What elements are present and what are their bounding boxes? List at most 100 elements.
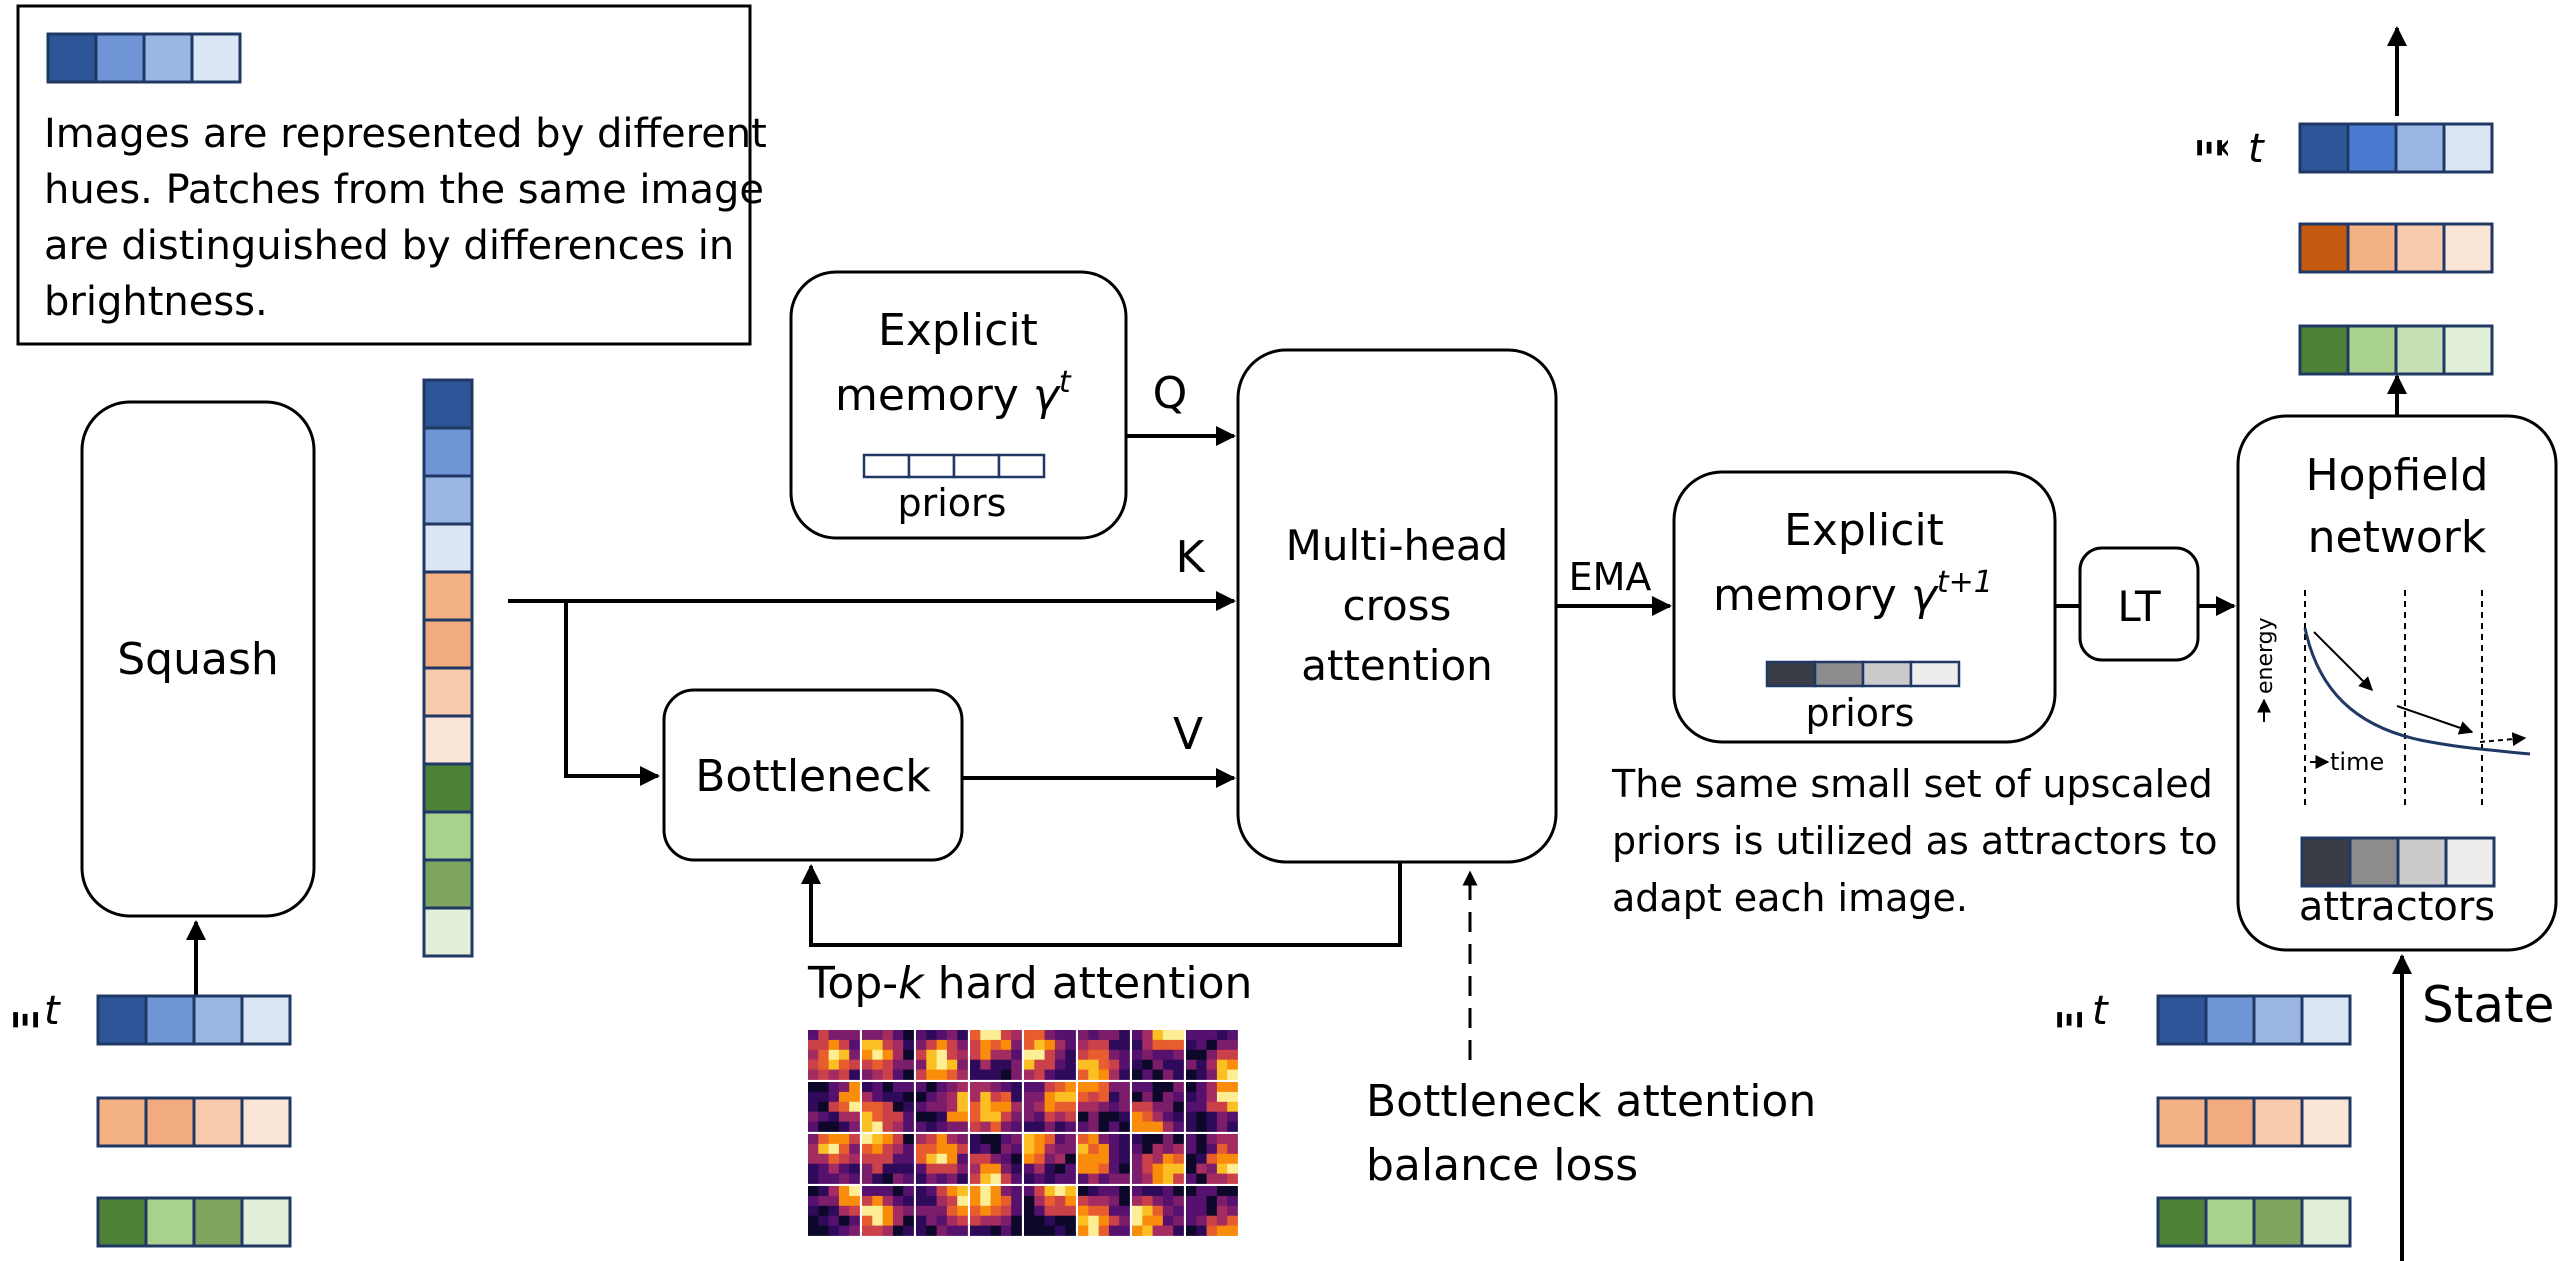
heatmap-pixel [1162, 1082, 1174, 1093]
heatmap-pixel [838, 1121, 850, 1132]
heatmap-pixel [1000, 1111, 1012, 1122]
input-patches-green [96, 1196, 292, 1248]
heatmap-pixel [828, 1215, 840, 1226]
heatmap-pixel [946, 1059, 958, 1070]
heatmap-pixel [1088, 1215, 1099, 1226]
heatmap-pixel [1088, 1030, 1099, 1041]
heatmap-pixel [1044, 1101, 1056, 1113]
patch-cell [2298, 122, 2350, 174]
heatmap-pixel [1142, 1111, 1153, 1122]
heatmap-pixel [1078, 1225, 1089, 1236]
heatmap-pixel [1065, 1205, 1076, 1217]
heatmap-pixel [1206, 1195, 1218, 1207]
heatmap-pixel [892, 1049, 904, 1061]
heatmap-pixel [1119, 1134, 1130, 1145]
heatmap-pixel [916, 1030, 927, 1041]
heatmap-pixel [970, 1082, 981, 1093]
heatmap-pixel [1142, 1195, 1153, 1207]
patch-cell [1765, 660, 1817, 688]
heatmap-pixel [1186, 1186, 1197, 1197]
heatmap-pixel [1173, 1186, 1184, 1197]
heatmap-pixel [1034, 1225, 1045, 1236]
heatmap-pixel [828, 1069, 840, 1080]
heatmap-pixel [1216, 1195, 1228, 1207]
energy-plot: energy time [2253, 590, 2531, 806]
heatmap-pixel [872, 1049, 883, 1061]
legend-line-3: are distinguished by differences in [44, 223, 734, 269]
heatmap-pixel [1078, 1195, 1089, 1207]
heatmap-pixel [980, 1195, 991, 1207]
explicit-memory-t-line1: Explicit [878, 305, 1038, 356]
heatmap-pixel [1196, 1205, 1207, 1217]
heatmap-pixel [946, 1069, 958, 1080]
heatmap-pixel [903, 1121, 914, 1132]
token-cell [422, 666, 474, 718]
heatmap-pixel [957, 1049, 968, 1061]
heatmap-pixel [872, 1163, 883, 1174]
token-cell [422, 714, 474, 766]
heatmap-pixel [990, 1163, 1002, 1174]
token-cell [422, 810, 474, 862]
heatmap-pixel [903, 1163, 914, 1174]
heatmap-pixel [970, 1030, 981, 1041]
heatmap-pixel [1000, 1215, 1012, 1226]
patch-cell [2298, 222, 2350, 274]
heatmap-pixel [1054, 1039, 1066, 1051]
attractors-label: attractors [2299, 884, 2495, 930]
heatmap-pixel [946, 1030, 958, 1041]
heatmap-pixel [1162, 1111, 1174, 1122]
heatmap-pixel [1227, 1163, 1238, 1174]
upscale-note-line2: priors is utilized as attractors to [1612, 819, 2218, 863]
heatmap-pixel [936, 1186, 948, 1197]
heatmap-pixel [903, 1186, 914, 1197]
heatmap-pixel [957, 1173, 968, 1184]
heatmap-pixel [1162, 1134, 1174, 1145]
heatmap-pixel [1142, 1153, 1153, 1165]
heatmap-pixel [1152, 1186, 1164, 1197]
heatmap-pixel [1000, 1121, 1012, 1132]
heatmap-pixel [1078, 1069, 1089, 1080]
heatmap-pixel [1108, 1153, 1120, 1165]
output-patches-blue [2298, 122, 2494, 174]
heatmap-pixel [926, 1186, 937, 1197]
descent-arrow [2313, 631, 2373, 691]
patch-cell [2442, 222, 2494, 274]
heatmap-pixel [828, 1143, 840, 1155]
patch-cell [2300, 836, 2352, 888]
heatmap-pixel [1011, 1030, 1022, 1041]
legend-line-2: hues. Patches from the same image [44, 167, 764, 213]
heatmap-pixel [1108, 1163, 1120, 1174]
heatmap-pixel [1044, 1082, 1056, 1093]
heatmap-pixel [1108, 1195, 1120, 1207]
heatmap-pixel [1034, 1173, 1045, 1184]
heatmap-pixel [1098, 1186, 1110, 1197]
heatmap-pixel [1119, 1195, 1130, 1207]
heatmap-pixel [882, 1173, 894, 1184]
patch-cell [96, 1196, 148, 1248]
heatmap-pixel [1065, 1049, 1076, 1061]
heatmap-pixel [862, 1143, 873, 1155]
heatmap-pixel [1034, 1163, 1045, 1174]
heatmap-pixel [916, 1039, 927, 1051]
heatmap-pixel [1054, 1030, 1066, 1041]
heatmap-pixel [872, 1195, 883, 1207]
heatmap-pixel [980, 1049, 991, 1061]
heatmap-pixel [1132, 1069, 1143, 1080]
bottleneck-label: Bottleneck [695, 751, 931, 802]
heatmap-pixel [1173, 1111, 1184, 1122]
heatmap-pixel [1108, 1101, 1120, 1113]
heatmap-pixel [1011, 1143, 1022, 1155]
heatmap-pixel [892, 1059, 904, 1070]
heatmap-pixel [828, 1039, 840, 1051]
patch-cell [2252, 994, 2304, 1046]
heatmap-pixel [828, 1225, 840, 1236]
heatmap-pixel [1098, 1153, 1110, 1165]
heatmap-pixel [970, 1205, 981, 1217]
heatmap-pixel [980, 1121, 991, 1132]
heatmap-pixel [1132, 1153, 1143, 1165]
heatmap-pixel [1119, 1091, 1130, 1103]
heatmap-pixel [1024, 1205, 1035, 1217]
heatmap-pixel [1078, 1111, 1089, 1122]
heatmap-pixel [1065, 1225, 1076, 1236]
heatmap-pixel [1196, 1121, 1207, 1132]
